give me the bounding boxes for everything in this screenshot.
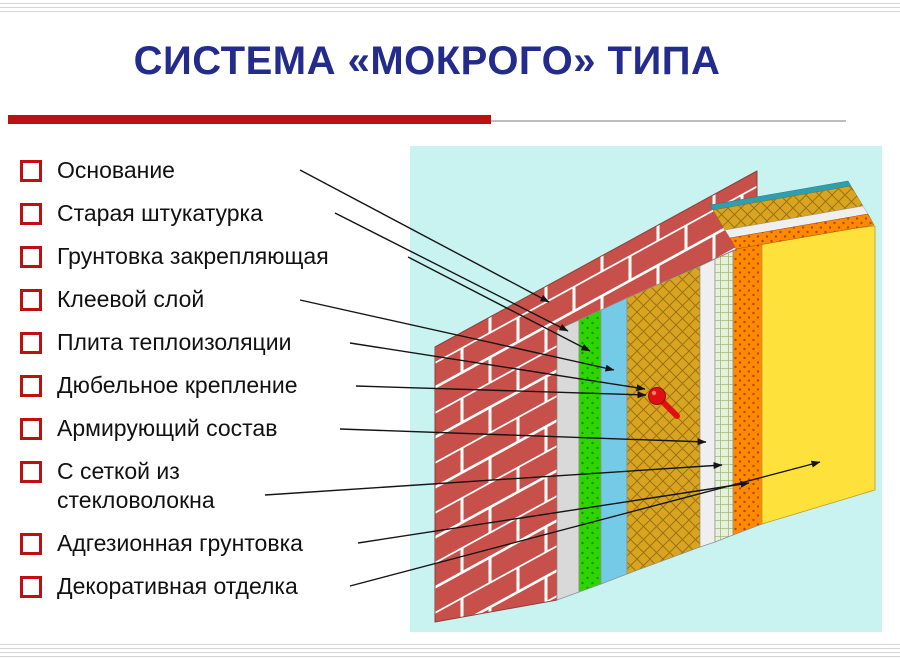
legend-bullet-square (20, 461, 42, 483)
legend-item-fiberglass-mesh: С сеткой из стекловолокна (20, 457, 420, 515)
legend-item-insulation-board: Плита теплоизоляции (20, 328, 420, 357)
legend-item-reinforcing-compound: Армирующий состав (20, 414, 420, 443)
legend-item-label: С сеткой из стекловолокна (57, 458, 215, 513)
layer-adhesive (600, 297, 628, 585)
legend-bullet-square (20, 576, 42, 598)
legend-bullet-square (20, 246, 42, 268)
callout-arrow-adhesion-primer (357, 480, 750, 544)
layer-fixing-primer (578, 309, 602, 593)
legend-item-label: Плита теплоизоляции (57, 329, 292, 355)
legend-item-decorative-finish: Декоративная отделка (20, 572, 420, 601)
slide-title: СИСТЕМА «МОКРОГО» ТИПА (133, 39, 721, 83)
callout-arrow-decorative (349, 460, 821, 587)
top-edge-texture (0, 0, 900, 13)
callout-arrow-fixing-primer (407, 256, 591, 352)
legend-item-adhesion-primer: Адгезионная грунтовка (20, 529, 420, 558)
legend-item-label: Грунтовка закрепляющая (57, 243, 329, 269)
callout-arrow-dowel (355, 385, 647, 399)
callout-arrows (264, 169, 821, 587)
legend-item-label: Основание (57, 157, 175, 183)
legend-bullet-square (20, 418, 42, 440)
legend-item-label: Дюбельное крепление (57, 372, 298, 398)
dowel-fastener-icon (648, 387, 680, 419)
layer-decorative-finish (761, 225, 876, 525)
layer-adhesion-primer (732, 237, 763, 536)
legend-item-label: Армирующий состав (57, 415, 278, 441)
legend-item-label: Декоративная отделка (57, 573, 298, 599)
layer-insulation-board (626, 265, 701, 575)
callout-arrow-mesh (264, 462, 723, 496)
legend-item-old-plaster: Старая штукатурка (20, 199, 420, 228)
bottom-edge-texture (0, 641, 900, 658)
legend-item-label: Клеевой слой (57, 286, 205, 312)
wall-diagram (434, 170, 876, 623)
legend-bullet-square (20, 332, 42, 354)
legend-list: Основание Старая штукатурка Грунтовка за… (20, 156, 420, 615)
legend-item-base: Основание (20, 156, 420, 185)
legend-item-dowel-fastening: Дюбельное крепление (20, 371, 420, 400)
legend-bullet-square (20, 203, 42, 225)
legend-bullet-square (20, 160, 42, 182)
callout-arrow-reinforcing (339, 428, 707, 446)
layer-reinforcing-compound (699, 258, 716, 548)
legend-bullet-square (20, 375, 42, 397)
legend-bullet-square (20, 533, 42, 555)
layer-fiberglass-mesh (714, 250, 734, 543)
legend-item-adhesive-layer: Клеевой слой (20, 285, 420, 314)
callout-arrow-adhesive (299, 299, 615, 372)
legend-item-label: Адгезионная грунтовка (57, 530, 303, 556)
legend-item-label: Старая штукатурка (57, 200, 263, 226)
title-underline-red (8, 115, 491, 124)
top-face-adhesion-primer (729, 213, 875, 250)
legend-bullet-square (20, 289, 42, 311)
top-faces (709, 180, 875, 250)
callout-arrow-base (299, 169, 550, 303)
callout-arrow-insulation (349, 342, 646, 392)
legend-item-fixing-primer: Грунтовка закрепляющая (20, 242, 420, 271)
callout-arrow-old-plaster (334, 212, 569, 332)
